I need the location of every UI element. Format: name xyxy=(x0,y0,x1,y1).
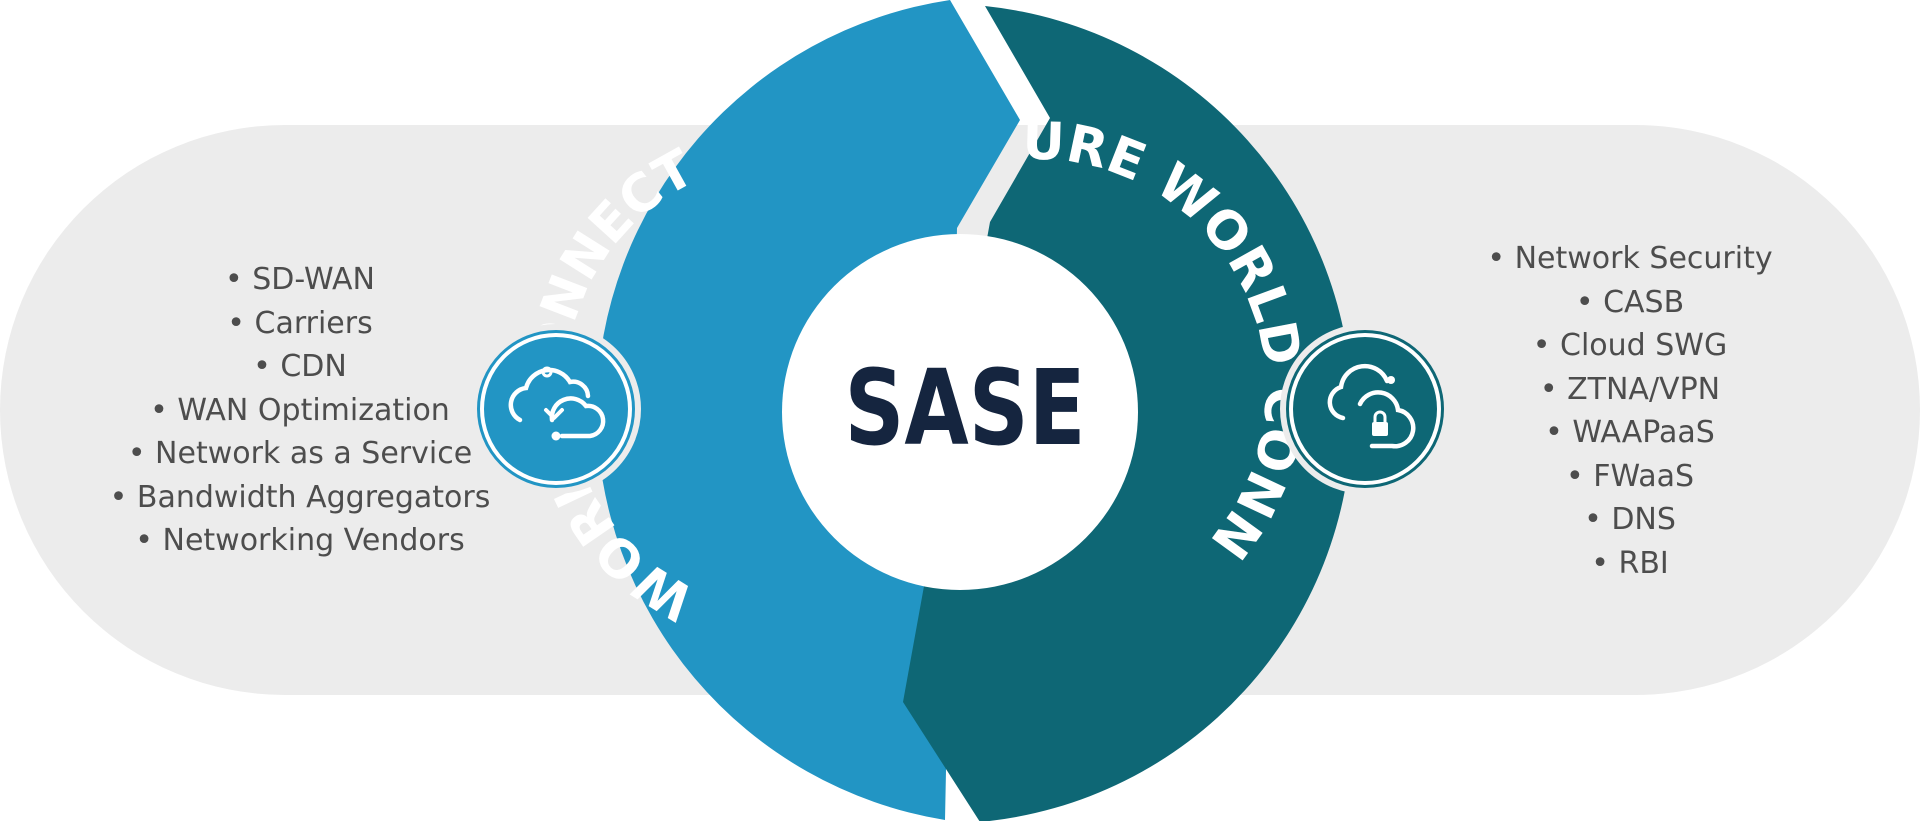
world-connect-list: SD-WANCarriersCDNWAN OptimizationNetwork… xyxy=(60,258,540,563)
right-list-item: Network Security xyxy=(1390,237,1870,281)
left-list-item: Bandwidth Aggregators xyxy=(60,476,540,520)
right-list-item: FWaaS xyxy=(1390,455,1870,499)
sase-title: SASE xyxy=(844,347,1086,469)
left-list-item: SD-WAN xyxy=(60,258,540,302)
right-list-item: CASB xyxy=(1390,281,1870,325)
left-list-item: WAN Optimization xyxy=(60,389,540,433)
right-list-item: RBI xyxy=(1390,542,1870,586)
center-circle xyxy=(782,234,1138,590)
right-list-item: WAAPaaS xyxy=(1390,411,1870,455)
right-list-item: DNS xyxy=(1390,498,1870,542)
left-list-item: Carriers xyxy=(60,302,540,346)
right-list-item: ZTNA/VPN xyxy=(1390,368,1870,412)
left-list-item: CDN xyxy=(60,345,540,389)
left-list-item: Networking Vendors xyxy=(60,519,540,563)
right-list-item: Cloud SWG xyxy=(1390,324,1870,368)
left-list-item: Network as a Service xyxy=(60,432,540,476)
secure-world-connect-list: Network SecurityCASBCloud SWGZTNA/VPNWAA… xyxy=(1390,237,1870,585)
